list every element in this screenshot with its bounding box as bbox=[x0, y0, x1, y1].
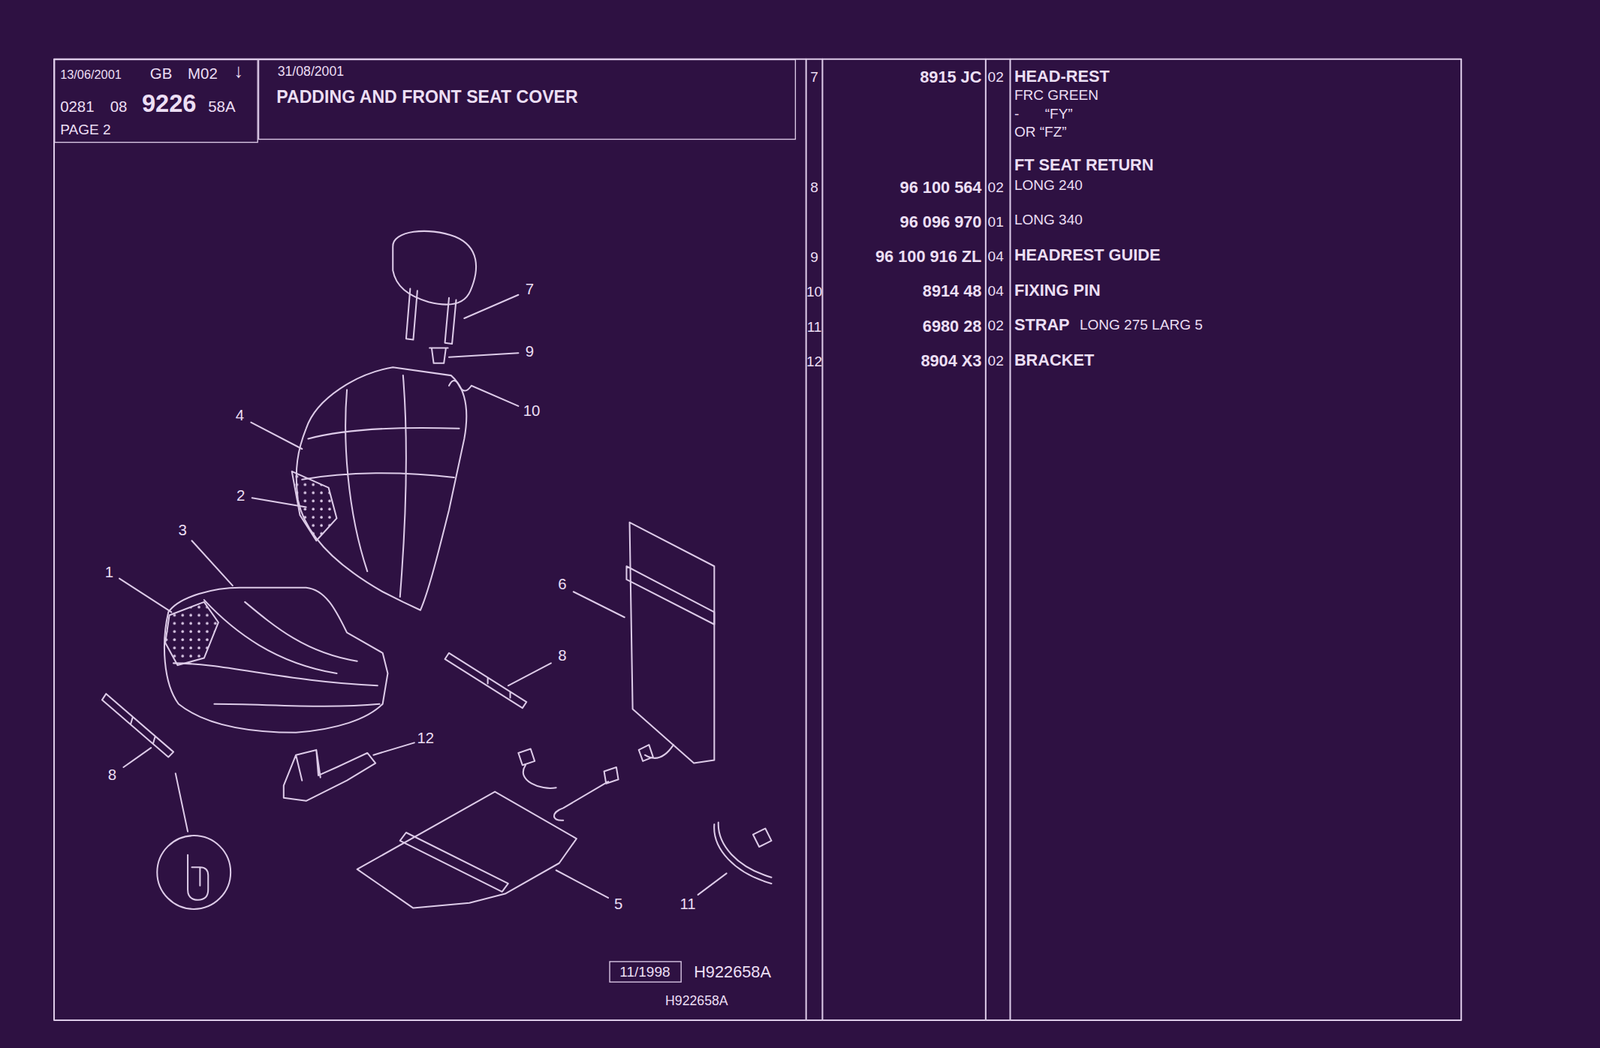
table-cell: 12 bbox=[806, 354, 823, 371]
callout-number: 8 bbox=[557, 647, 567, 665]
padding-panel bbox=[165, 602, 219, 666]
table-cell: 96 096 970 bbox=[900, 213, 983, 232]
table-rule bbox=[822, 59, 824, 1021]
header-text: 0281 bbox=[60, 99, 94, 116]
clip-symbol bbox=[187, 855, 208, 901]
callout-number: 8 bbox=[108, 767, 117, 784]
table-cell: STRAP bbox=[1014, 316, 1070, 335]
page-title: PADDING AND FRONT SEAT COVER bbox=[276, 88, 578, 108]
panel-wire bbox=[518, 749, 618, 821]
headrest-guide bbox=[429, 347, 448, 363]
table-cell: HEAD-REST bbox=[1014, 67, 1110, 86]
table-cell: “FY” bbox=[1045, 105, 1073, 122]
strap bbox=[714, 822, 772, 884]
table-cell: 7 bbox=[810, 69, 819, 85]
table-cell: LONG 275 LARG 5 bbox=[1079, 317, 1203, 334]
header-text: M02 bbox=[187, 65, 218, 82]
table-cell: 8914 48 bbox=[922, 282, 983, 301]
table-cell: 8 bbox=[810, 179, 819, 196]
table-cell: 8904 X3 bbox=[920, 352, 982, 371]
headrest-post bbox=[445, 298, 457, 344]
headrest-post bbox=[406, 289, 418, 341]
table-cell: 10 bbox=[806, 284, 823, 301]
table-cell: 9 bbox=[810, 250, 819, 266]
table-rule bbox=[985, 59, 987, 1021]
seat-return-rail bbox=[102, 693, 174, 757]
seat-return-rail bbox=[445, 653, 528, 709]
table-cell: LONG 340 bbox=[1014, 212, 1083, 229]
table-cell: 96 100 916 ZL bbox=[875, 247, 982, 266]
table-cell: FIXING PIN bbox=[1014, 281, 1101, 300]
callout-number: 5 bbox=[614, 895, 623, 913]
table-rule bbox=[1009, 59, 1012, 1021]
detail-circle bbox=[156, 835, 231, 910]
header-text: GB bbox=[150, 65, 172, 82]
callout-number: 12 bbox=[416, 730, 434, 748]
table-cell: 6980 28 bbox=[922, 317, 983, 336]
header-text: ↓ bbox=[233, 61, 244, 83]
callout-number: 3 bbox=[178, 521, 187, 539]
seat-cushion bbox=[164, 587, 388, 733]
table-cell: 96 100 564 bbox=[900, 178, 983, 197]
table-cell: 02 bbox=[988, 318, 1004, 335]
table-cell: 11 bbox=[807, 319, 823, 335]
back-panel bbox=[629, 522, 715, 764]
leader-lines bbox=[119, 295, 727, 898]
table-cell: 02 bbox=[988, 352, 1004, 369]
seat-panel bbox=[357, 792, 577, 909]
panel-wire bbox=[638, 744, 674, 762]
table-cell: 02 bbox=[988, 69, 1004, 85]
table-cell: 01 bbox=[988, 213, 1004, 230]
table-rule bbox=[805, 59, 808, 1021]
table-cell: 04 bbox=[988, 283, 1004, 300]
header-text: PAGE 2 bbox=[60, 122, 111, 139]
header-text: 08 bbox=[110, 99, 128, 116]
table-cell: OR “FZ” bbox=[1014, 124, 1067, 141]
table-cell: 8915 JC bbox=[919, 68, 982, 87]
leader-line bbox=[175, 773, 188, 832]
header-text: 13/06/2001 bbox=[60, 68, 122, 82]
page-frame bbox=[54, 59, 1462, 1021]
table-cell: FT SEAT RETURN bbox=[1014, 156, 1155, 175]
callout-number: 6 bbox=[557, 576, 567, 594]
date-box: 11/1998 bbox=[608, 961, 681, 983]
header-text: 9226 bbox=[141, 90, 197, 118]
bracket bbox=[283, 750, 376, 802]
callout-number: 2 bbox=[236, 487, 245, 504]
table-cell: 04 bbox=[988, 249, 1004, 266]
header-text: 11/1998 bbox=[619, 964, 670, 980]
panel-band bbox=[626, 566, 715, 624]
drawing-code: H922658A bbox=[693, 963, 772, 982]
header-text: 31/08/2001 bbox=[277, 64, 344, 79]
strap-clip bbox=[753, 828, 772, 847]
headrest bbox=[392, 231, 477, 305]
table-cell: - bbox=[1014, 105, 1019, 122]
table-cell: 02 bbox=[988, 179, 1004, 196]
callout-number: 11 bbox=[679, 895, 696, 913]
callout-number: 7 bbox=[525, 281, 534, 299]
header-cell: 13/06/2001 GB M02 ↓ 0281 08 9226 58A PAGE 2 bbox=[54, 59, 259, 143]
table-cell: BRACKET bbox=[1014, 351, 1094, 370]
drawing-code: H922658A bbox=[665, 994, 729, 1009]
callout-number: 10 bbox=[523, 402, 541, 419]
callout-number: 4 bbox=[235, 406, 245, 424]
callout-number: 9 bbox=[525, 343, 534, 361]
table-cell: HEADREST GUIDE bbox=[1014, 246, 1161, 265]
table-cell: LONG 240 bbox=[1014, 177, 1083, 193]
panel-band bbox=[400, 832, 509, 892]
table-cell: FRC GREEN bbox=[1014, 87, 1099, 104]
header-text: 58A bbox=[207, 99, 236, 116]
callout-number: 1 bbox=[105, 563, 114, 581]
